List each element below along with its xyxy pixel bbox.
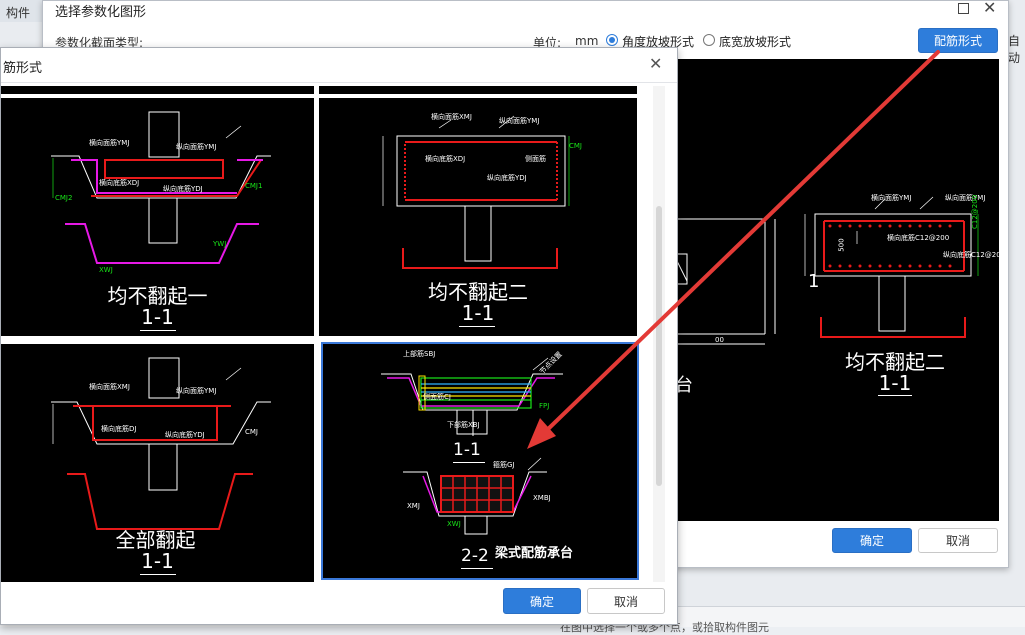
option-0-label-7: YWJ	[213, 240, 227, 248]
main-dialog-title: 选择参数化图形	[55, 5, 147, 20]
rebar-option-1[interactable]: 横向面筋XMJ 纵向面筋YMJ 横向底筋XDJ 纵向底筋YDJ 侧面筋 CMJ …	[319, 98, 637, 336]
option-3-section2-underline	[461, 568, 493, 569]
option-3-label-5: XMBJ	[533, 494, 551, 502]
rebar-ok-button[interactable]: 确定	[503, 588, 581, 614]
rebar-options-grid: 横向面筋YMJ 纵向面筋YMJ 横向底筋XDJ 纵向底筋YDJ CMJ2 CMJ…	[1, 86, 653, 582]
option-3-section: 1-1	[453, 440, 481, 460]
option-0-section: 1-1	[141, 305, 174, 329]
preview-section: 1-1	[878, 371, 912, 395]
section-type-label: 参数化截面类型:	[55, 36, 144, 50]
option-0-label-5: CMJ1	[245, 182, 263, 190]
option-2-label-2: 横向底筋DJ	[101, 425, 137, 433]
rebar-cancel-button[interactable]: 取消	[587, 588, 665, 614]
preview-label-horizontal-bottom: 横向底筋C12@200	[887, 234, 950, 242]
preview-label-vertical-top: 纵向面筋YMJ	[945, 194, 986, 202]
preview-side-mark: 1	[808, 271, 820, 292]
option-1-label-0: 横向面筋XMJ	[431, 113, 472, 121]
rebar-dialog-close-icon[interactable]: ✕	[649, 54, 663, 73]
bg-right-label: 自动	[1008, 34, 1021, 65]
option-3-label-1: 侧面筋CJ	[423, 393, 451, 401]
option-3-title: 梁式配筋承台	[495, 546, 574, 561]
option-3-section-underline	[453, 462, 485, 463]
main-ok-button[interactable]: 确定	[832, 528, 912, 553]
option-0-label-6: XWJ	[99, 266, 113, 274]
maximize-icon[interactable]	[958, 3, 969, 14]
option-1-section: 1-1	[461, 301, 495, 325]
option-1-label-4: 侧面筋	[525, 155, 546, 163]
preview-cut-dim: 00	[715, 336, 724, 344]
option-0-title: 均不翻起一	[107, 284, 208, 308]
option-1-label-3: 纵向底筋YDJ	[487, 174, 527, 182]
option-3-label-7: FPJ	[539, 402, 550, 410]
option-3-label-6: XWJ	[447, 520, 461, 528]
rebar-dialog-divider	[1, 82, 677, 83]
preview-label-vertical-bottom: 纵向底筋C12@200	[943, 251, 999, 259]
preview-canvas: 横向面筋YMJ 纵向面筋YMJ 横向底筋C12@200 纵向底筋C12@200 …	[675, 59, 999, 521]
main-dialog-titlebar: 选择参数化图形 ✕	[43, 0, 1008, 23]
option-1-label-2: 横向底筋XDJ	[425, 155, 466, 163]
option-1-label-1: 纵向面筋YMJ	[499, 117, 540, 125]
option-0-label-0: 横向面筋YMJ	[89, 139, 130, 147]
preview-section-underline	[878, 395, 912, 396]
option-0-label-1: 纵向面筋YMJ	[176, 143, 217, 151]
option-2-label-1: 纵向面筋YMJ	[176, 387, 217, 395]
option-3-label-3: 箍筋GJ	[493, 461, 515, 469]
option-2-label-4: CMJ	[245, 428, 258, 436]
rebar-dialog-scrollbar[interactable]	[653, 86, 665, 582]
rebar-option-0[interactable]: 横向面筋YMJ 纵向面筋YMJ 横向底筋XDJ 纵向底筋YDJ CMJ2 CMJ…	[1, 98, 314, 336]
option-2-label-3: 纵向底筋YDJ	[165, 431, 205, 439]
preview-dim-side: C12@200	[971, 194, 979, 229]
option-3-label-4: XMJ	[407, 502, 420, 510]
option-1-underline	[459, 326, 495, 327]
option-2-underline	[140, 574, 176, 575]
option-3-label-2: 下部筋XBJ	[447, 421, 480, 429]
option-2-title: 全部翻起	[115, 528, 196, 552]
slope-width-radio[interactable]	[703, 34, 715, 46]
option-0-label-4: CMJ2	[55, 194, 73, 202]
slope-angle-label[interactable]: 角度放坡形式	[622, 35, 695, 49]
slope-width-label[interactable]: 底宽放坡形式	[719, 35, 792, 49]
option-strip-top-right	[319, 86, 637, 94]
slope-angle-radio[interactable]	[606, 34, 618, 46]
bg-tab[interactable]: 构件	[0, 0, 45, 22]
scrollbar-thumb[interactable]	[656, 206, 662, 486]
unit-label: 单位:	[533, 36, 562, 50]
option-1-label-5: CMJ	[569, 142, 582, 150]
close-icon[interactable]: ✕	[983, 0, 997, 17]
main-cancel-button[interactable]: 取消	[918, 528, 998, 553]
rebar-option-2[interactable]: 横向面筋XMJ 纵向面筋YMJ 横向底筋DJ 纵向底筋YDJ CMJ 全部翻起 …	[1, 344, 314, 582]
unit-value: mm	[575, 34, 599, 48]
option-0-label-3: 纵向底筋YDJ	[163, 185, 203, 193]
preview-label-horizontal-top: 横向面筋YMJ	[871, 194, 912, 202]
bg-tab-label: 构件	[6, 6, 31, 20]
option-2-section: 1-1	[141, 549, 174, 573]
rebar-option-3[interactable]: 上部筋SBJ 侧面筋CJ 下部筋XBJ 箍筋GJ XMJ XMBJ XWJ FP…	[321, 342, 639, 580]
option-0-label-2: 横向底筋XDJ	[99, 179, 140, 187]
option-2-label-0: 横向面筋XMJ	[89, 383, 130, 391]
option-0-underline	[140, 330, 176, 331]
preview-dim-left: 500	[837, 238, 846, 252]
rebar-form-button[interactable]: 配筋形式	[918, 28, 998, 53]
option-3-section2: 2-2	[461, 546, 489, 566]
rebar-dialog-title: 筋形式	[3, 61, 43, 76]
option-1-title: 均不翻起二	[428, 280, 528, 304]
option-3-label-0: 上部筋SBJ	[403, 350, 436, 358]
option-strip-top-left	[1, 86, 314, 94]
rebar-dialog: 筋形式 ✕ 横向面筋YMJ 纵向面筋YMJ 横向底筋XDJ 纵向底筋	[0, 47, 678, 625]
